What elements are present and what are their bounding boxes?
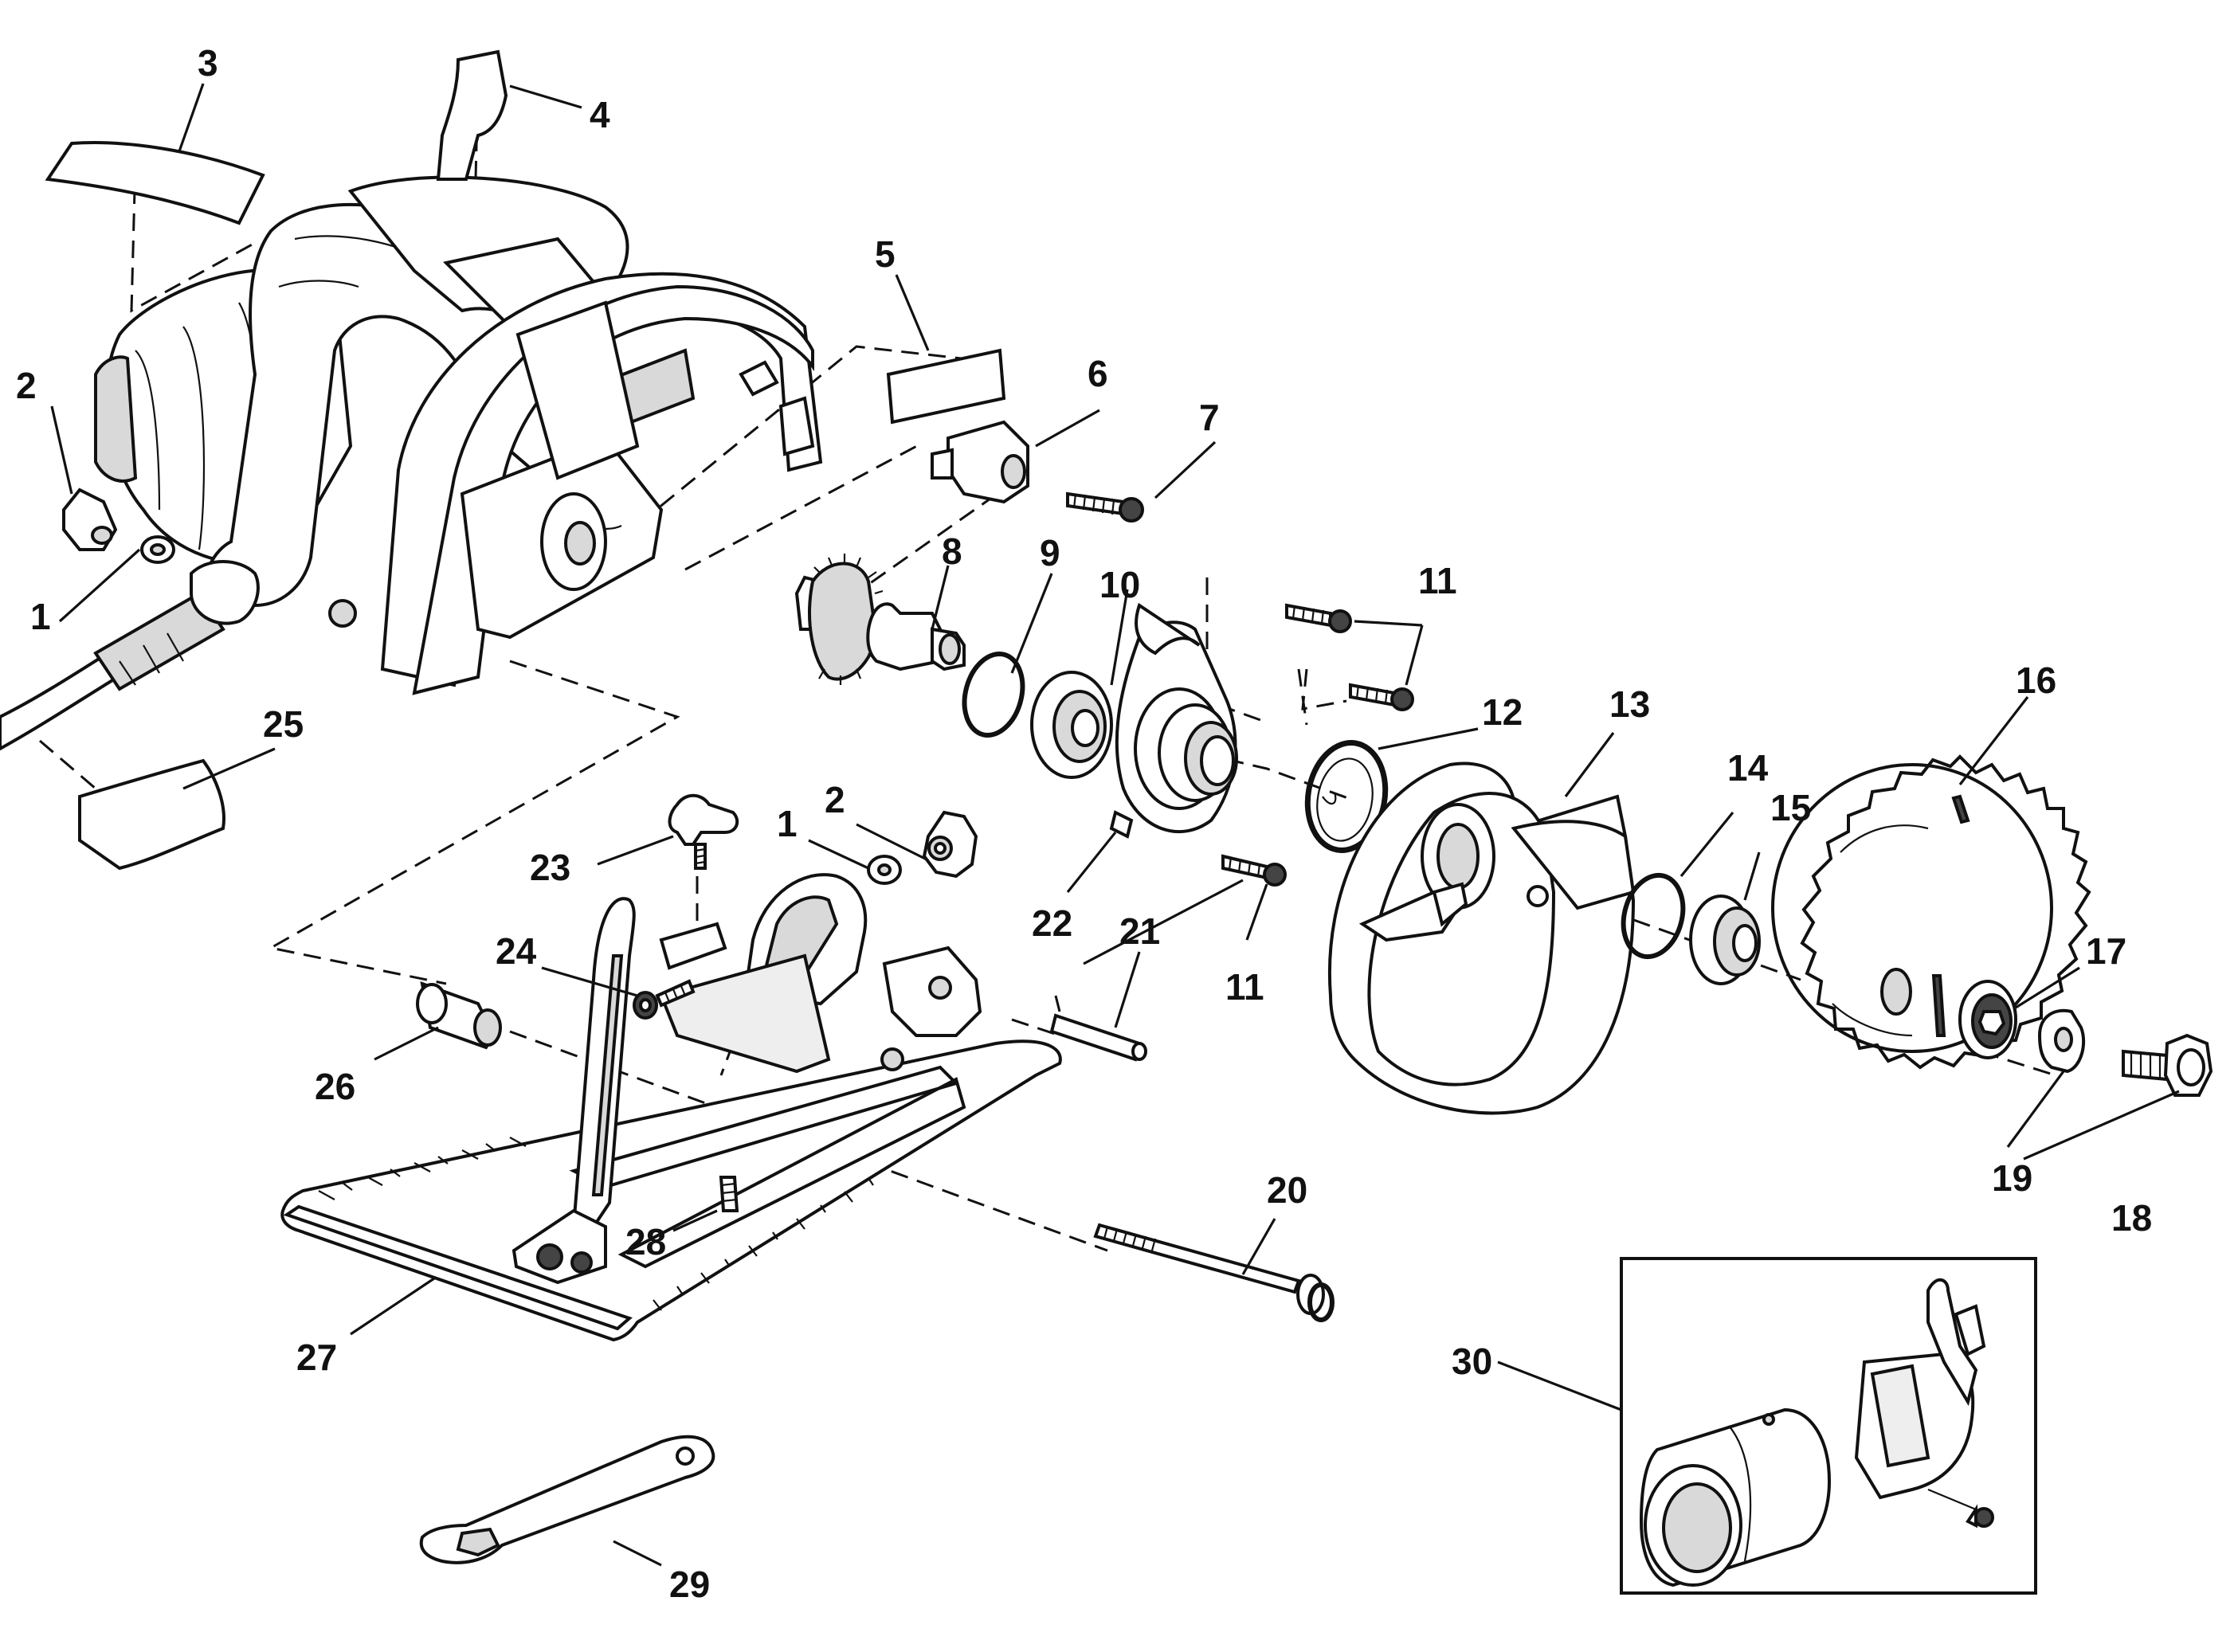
part-21-pin — [1049, 1013, 1147, 1062]
callout-27: 27 — [296, 1337, 337, 1378]
callout-21: 21 — [1119, 910, 1160, 952]
callout-17: 17 — [2086, 930, 2126, 972]
callout-6: 6 — [1088, 353, 1108, 394]
callout-18: 18 — [2111, 1197, 2152, 1239]
callout-13: 13 — [1609, 683, 1650, 725]
callout-19: 19 — [1992, 1157, 2032, 1199]
saw-body — [0, 175, 823, 751]
callout-2b: 2 — [825, 779, 845, 820]
part-28-set-screw — [719, 1176, 739, 1212]
leader-lines — [50, 83, 2180, 1567]
part-2-knob-center — [922, 810, 978, 879]
callout-2: 2 — [16, 365, 37, 406]
part-22-guard-hub — [1109, 602, 1238, 839]
callout-numbers: 1 2 3 4 5 6 7 8 9 10 11 12 13 14 15 16 1… — [16, 42, 2152, 1605]
part-16-saw-blade — [1771, 754, 2091, 1070]
callout-25: 25 — [263, 703, 304, 745]
callout-26: 26 — [315, 1066, 355, 1107]
callout-10: 10 — [1099, 564, 1140, 605]
callout-1: 1 — [30, 596, 51, 637]
part-20-bolt — [1093, 1223, 1335, 1322]
callout-22: 22 — [1032, 902, 1072, 944]
part-17-outer-washer — [1958, 980, 2017, 1059]
part-26-sleeve — [416, 981, 502, 1050]
part-29-wrench — [419, 1435, 715, 1564]
callout-5: 5 — [875, 233, 896, 275]
part-6-guard-stop — [931, 420, 1029, 504]
part-27-base-plate — [280, 873, 1062, 1342]
part-13-lower-guard — [1328, 761, 1636, 1115]
part-1-washer-left — [140, 535, 175, 564]
part-15-inner-washer — [1689, 895, 1761, 985]
part-9-retaining-ring — [962, 651, 1025, 738]
callout-24: 24 — [496, 930, 537, 972]
callout-11b: 11 — [1225, 966, 1264, 1008]
callout-16: 16 — [2016, 660, 2056, 701]
callout-12: 12 — [1482, 691, 1523, 733]
callout-28: 28 — [625, 1221, 666, 1262]
callout-23: 23 — [530, 847, 570, 888]
part-10-bearing — [1030, 671, 1113, 779]
callout-7: 7 — [1199, 397, 1220, 438]
part-18-blade-bolt — [2122, 1033, 2213, 1097]
part-12-spring — [1304, 740, 1389, 853]
part-5-label — [886, 348, 1006, 425]
part-11-screws — [1221, 603, 1414, 887]
callout-29: 29 — [669, 1564, 710, 1605]
part-3-label — [45, 141, 265, 225]
part-24-screw — [633, 979, 696, 1020]
part-4-label — [436, 49, 508, 181]
part-1-washer-center — [867, 855, 902, 885]
part-25-label — [78, 758, 225, 871]
callout-9: 9 — [1040, 532, 1060, 574]
callout-14: 14 — [1727, 747, 1769, 789]
part-8-gear-shaft — [794, 554, 966, 685]
callout-11: 11 — [1418, 560, 1457, 601]
part-2-knob-left — [62, 487, 118, 551]
callout-15: 15 — [1770, 787, 1811, 828]
callout-8: 8 — [942, 530, 962, 572]
callout-30: 30 — [1452, 1341, 1492, 1382]
callout-3: 3 — [198, 42, 218, 84]
callout-4: 4 — [590, 94, 610, 135]
part-7-screw — [1066, 491, 1144, 523]
part-14-retaining-ring — [1621, 872, 1686, 960]
callout-20: 20 — [1267, 1169, 1307, 1211]
part-23-wing-knob — [668, 793, 739, 870]
part-19-washer — [2037, 1008, 2086, 1074]
callout-1b: 1 — [777, 803, 798, 844]
part-30-dust-port-kit — [1620, 1257, 2037, 1595]
